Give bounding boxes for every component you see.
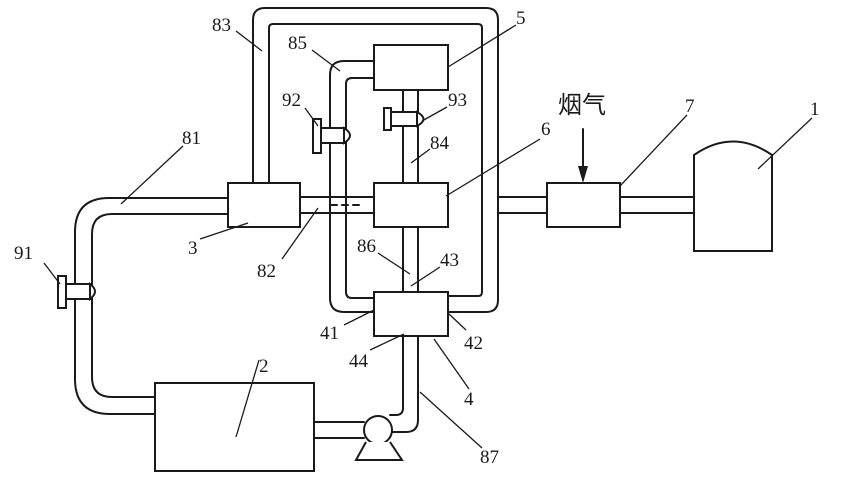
pipe-82 <box>300 197 374 213</box>
label-83: 83 <box>212 15 231 36</box>
label-81: 81 <box>182 128 201 149</box>
label-85: 85 <box>288 33 307 54</box>
label-82: 82 <box>257 261 276 282</box>
unit-5 <box>374 45 448 90</box>
label-93: 93 <box>448 90 467 111</box>
pipe-tank-pump <box>314 422 364 438</box>
label-1: 1 <box>810 99 820 120</box>
pipe-85 <box>330 61 374 312</box>
label-84: 84 <box>430 133 450 154</box>
tank-2 <box>155 383 314 471</box>
unit-3 <box>228 183 300 227</box>
pipe-87 <box>390 336 418 432</box>
label-92: 92 <box>282 90 301 111</box>
pipe-84 <box>403 90 418 183</box>
valve-92-icon <box>313 119 350 153</box>
label-91: 91 <box>14 243 33 264</box>
valve-93-icon <box>384 108 424 130</box>
label-44: 44 <box>349 351 369 372</box>
label-6: 6 <box>541 119 551 140</box>
unit-4 <box>374 292 448 336</box>
label-flue-gas: 烟气 <box>558 91 606 119</box>
pipe-81 <box>75 198 228 414</box>
label-87: 87 <box>480 447 499 468</box>
label-3: 3 <box>188 238 198 259</box>
flue-gas-arrow-icon <box>578 129 588 183</box>
label-2: 2 <box>259 356 269 377</box>
label-41: 41 <box>320 323 339 344</box>
label-5: 5 <box>516 8 526 29</box>
label-7: 7 <box>685 96 695 117</box>
unit-6 <box>374 183 448 227</box>
label-86: 86 <box>357 236 376 257</box>
unit-1 <box>694 142 772 252</box>
label-42: 42 <box>464 333 483 354</box>
pipe-7-to-1 <box>620 197 694 213</box>
pipe-6-to-7 <box>498 197 547 213</box>
label-4: 4 <box>464 389 474 410</box>
unit-7 <box>547 183 620 227</box>
valve-91-icon <box>58 276 95 308</box>
label-43: 43 <box>440 250 459 271</box>
